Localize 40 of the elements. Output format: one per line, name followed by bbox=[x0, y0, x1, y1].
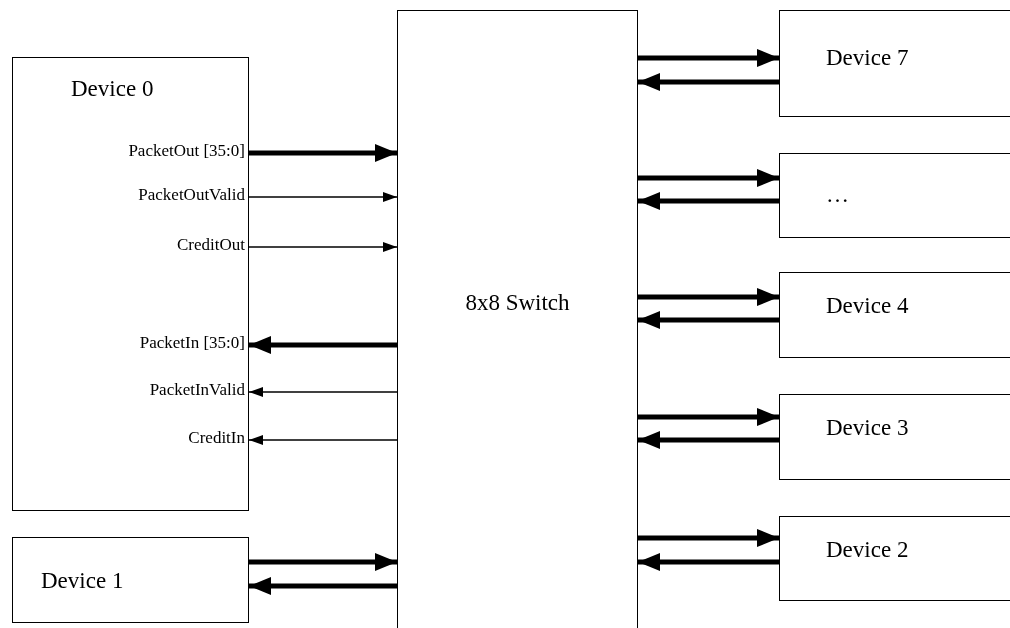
arrow bbox=[638, 311, 779, 329]
arrow bbox=[248, 387, 398, 397]
signal-label: PacketInValid bbox=[149, 380, 245, 400]
device-box bbox=[12, 537, 249, 623]
node-label: Device 0 bbox=[71, 76, 154, 102]
arrow bbox=[249, 144, 397, 162]
arrow bbox=[638, 169, 779, 187]
switch-box bbox=[397, 10, 638, 628]
node-label: Device 2 bbox=[826, 537, 909, 563]
arrow bbox=[638, 431, 779, 449]
node-label: 8x8 Switch bbox=[465, 290, 570, 316]
arrow bbox=[249, 553, 397, 571]
device-box bbox=[779, 516, 1010, 601]
node-label: Device 7 bbox=[826, 45, 909, 71]
arrow bbox=[638, 49, 779, 67]
device-box bbox=[779, 394, 1010, 480]
arrow bbox=[248, 192, 398, 202]
node-label: Device 4 bbox=[826, 293, 909, 319]
arrow bbox=[638, 288, 779, 306]
device-box bbox=[779, 153, 1010, 238]
arrow bbox=[638, 408, 779, 426]
arrow bbox=[249, 336, 397, 354]
arrow bbox=[248, 435, 398, 445]
arrow bbox=[248, 242, 398, 252]
node-label: Device 3 bbox=[826, 415, 909, 441]
signal-label: PacketOut [35:0] bbox=[128, 141, 245, 161]
device-box bbox=[12, 57, 249, 511]
device-box bbox=[779, 272, 1010, 358]
signal-label: CreditOut bbox=[177, 235, 245, 255]
arrow bbox=[638, 192, 779, 210]
arrow bbox=[249, 577, 397, 595]
arrow bbox=[638, 529, 779, 547]
arrow bbox=[638, 553, 779, 571]
signal-label: PacketIn [35:0] bbox=[139, 333, 245, 353]
node-label: … bbox=[826, 182, 849, 208]
signal-label: PacketOutValid bbox=[138, 185, 245, 205]
arrow bbox=[638, 73, 779, 91]
node-label: Device 1 bbox=[41, 568, 124, 594]
device-box bbox=[779, 10, 1010, 117]
signal-label: CreditIn bbox=[188, 428, 245, 448]
